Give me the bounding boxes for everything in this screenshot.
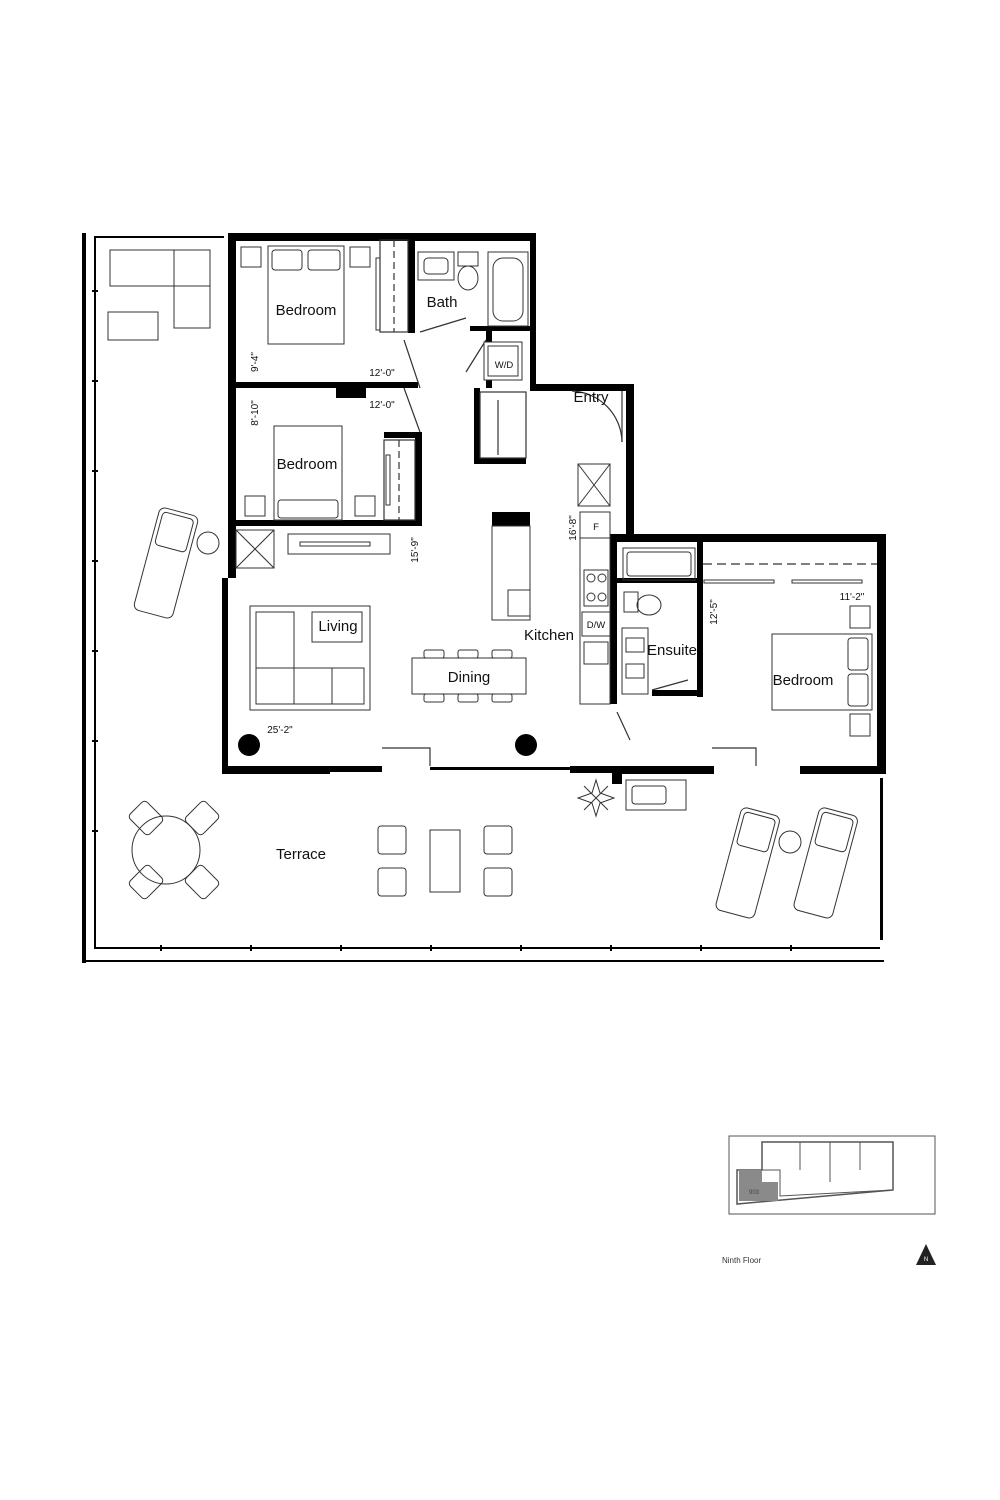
dining-furniture xyxy=(411,649,527,703)
room-label-entry: Entry xyxy=(573,389,609,406)
kitchen-fixtures xyxy=(491,463,611,705)
dim-living-width: 25'-2" xyxy=(267,725,293,736)
dimension-labels: 12'-0" 9'-4" 12'-0" 8'-10" 16'-8" 15'-9"… xyxy=(250,352,865,736)
room-label-bedroom-1: Bedroom xyxy=(276,302,337,319)
north-arrow-icon xyxy=(916,1244,936,1265)
room-label-bedroom-2: Bedroom xyxy=(277,456,338,473)
room-labels: Bedroom Bath Entry Bedroom Living Kitche… xyxy=(276,294,834,863)
room-label-living: Living xyxy=(318,618,357,635)
dim-living-depth: 15'-9" xyxy=(410,537,421,563)
key-plan-unit-highlight xyxy=(739,1170,778,1201)
floor-label: Ninth Floor xyxy=(722,1256,761,1265)
dim-bed2-depth: 8'-10" xyxy=(250,400,261,426)
room-label-terrace: Terrace xyxy=(276,846,326,863)
bedroom-furniture xyxy=(240,245,873,737)
room-label-bedroom-3: Bedroom xyxy=(773,672,834,689)
fridge-label: F xyxy=(593,522,599,533)
dim-bed2-width: 12'-0" xyxy=(369,400,395,411)
dishwasher-label: D/W xyxy=(587,620,606,631)
room-label-dining: Dining xyxy=(448,669,491,686)
dim-master-width: 11'-2" xyxy=(840,592,865,603)
north-label: N xyxy=(924,1257,928,1263)
terrace-railing xyxy=(82,233,884,963)
dim-master-depth: 12'-5" xyxy=(709,599,720,625)
bath-fixtures xyxy=(417,251,696,695)
room-label-bath: Bath xyxy=(427,294,458,311)
key-plan-unit-number: 903 xyxy=(749,1190,760,1196)
key-plan: 903 xyxy=(728,1135,936,1215)
walls xyxy=(222,233,886,784)
north-arrow: N xyxy=(916,1244,936,1265)
terrace-furniture xyxy=(107,249,858,919)
room-label-kitchen: Kitchen xyxy=(524,627,574,644)
room-label-ensuite: Ensuite xyxy=(647,642,697,659)
washer-dryer-label: W/D xyxy=(495,360,514,371)
appliance-labels: W/D F D/W xyxy=(495,360,606,631)
dim-bed1-width: 12'-0" xyxy=(369,368,395,379)
dim-bed1-depth: 9'-4" xyxy=(250,352,261,372)
living-furniture xyxy=(235,529,391,711)
dim-kitchen-depth: 16'-8" xyxy=(568,515,579,541)
